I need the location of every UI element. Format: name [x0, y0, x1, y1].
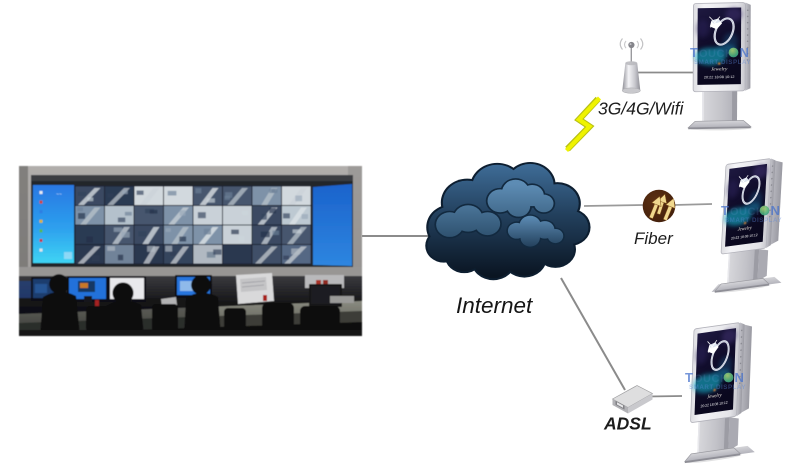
- svg-text:OUCH: OUCH: [694, 373, 728, 385]
- svg-text:Internet: Internet: [456, 293, 534, 318]
- svg-text:T: T: [721, 203, 729, 218]
- svg-text:T: T: [690, 45, 698, 60]
- svg-text:3G/4G/Wifi: 3G/4G/Wifi: [598, 99, 685, 119]
- svg-text:~~: ~~: [56, 192, 62, 198]
- svg-text:Fiber: Fiber: [634, 229, 674, 248]
- svg-text:SMART DISPLAY: SMART DISPLAY: [689, 384, 746, 391]
- svg-text:T: T: [685, 370, 693, 385]
- svg-text:OUCH: OUCH: [730, 206, 764, 218]
- svg-text:N: N: [735, 370, 744, 385]
- svg-text:ADSL: ADSL: [603, 414, 652, 434]
- svg-text:SMART DISPLAY: SMART DISPLAY: [725, 217, 782, 224]
- svg-text:OUCH: OUCH: [699, 48, 733, 60]
- svg-text:SMART DISPLAY: SMART DISPLAY: [694, 59, 751, 66]
- svg-text:N: N: [740, 45, 749, 60]
- svg-text:N: N: [771, 203, 780, 218]
